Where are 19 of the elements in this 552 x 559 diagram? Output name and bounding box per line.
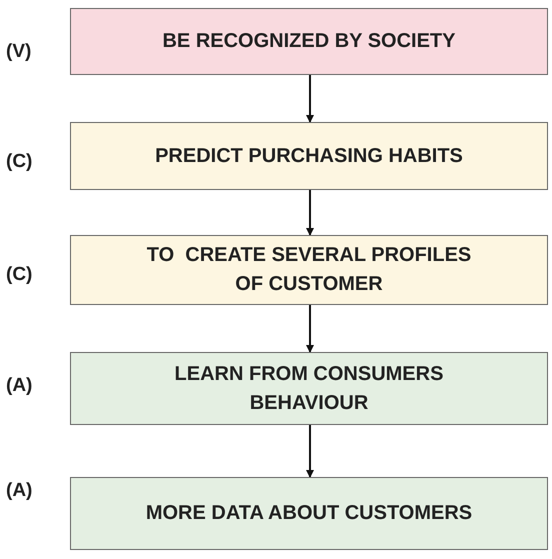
level-tag: (V) <box>6 38 32 66</box>
box-label: PREDICT PURCHASING HABITS <box>155 144 463 168</box>
arrow <box>306 305 314 353</box>
arrow <box>306 75 314 123</box>
process-box <box>70 477 548 550</box>
box-label: MORE DATA ABOUT CUSTOMERS <box>146 501 472 526</box>
arrow <box>306 190 314 236</box>
level-tag: (A) <box>6 372 32 400</box>
box-label: TO CREATE SEVERAL PROFILES OF CUSTOMER <box>146 243 472 297</box>
process-box <box>70 8 548 75</box>
box-label: BE RECOGNIZED BY SOCIETY <box>162 29 456 54</box>
process-box <box>70 122 548 190</box>
level-tag: (C) <box>6 261 32 290</box>
process-box <box>70 235 548 305</box>
level-tag: (A) <box>6 477 32 506</box>
process-box <box>70 352 548 425</box>
box-label: LEARN FROM CONSUMERS BEHAVIOUR <box>174 362 444 416</box>
arrow <box>306 425 314 478</box>
level-tag: (C) <box>6 148 32 176</box>
